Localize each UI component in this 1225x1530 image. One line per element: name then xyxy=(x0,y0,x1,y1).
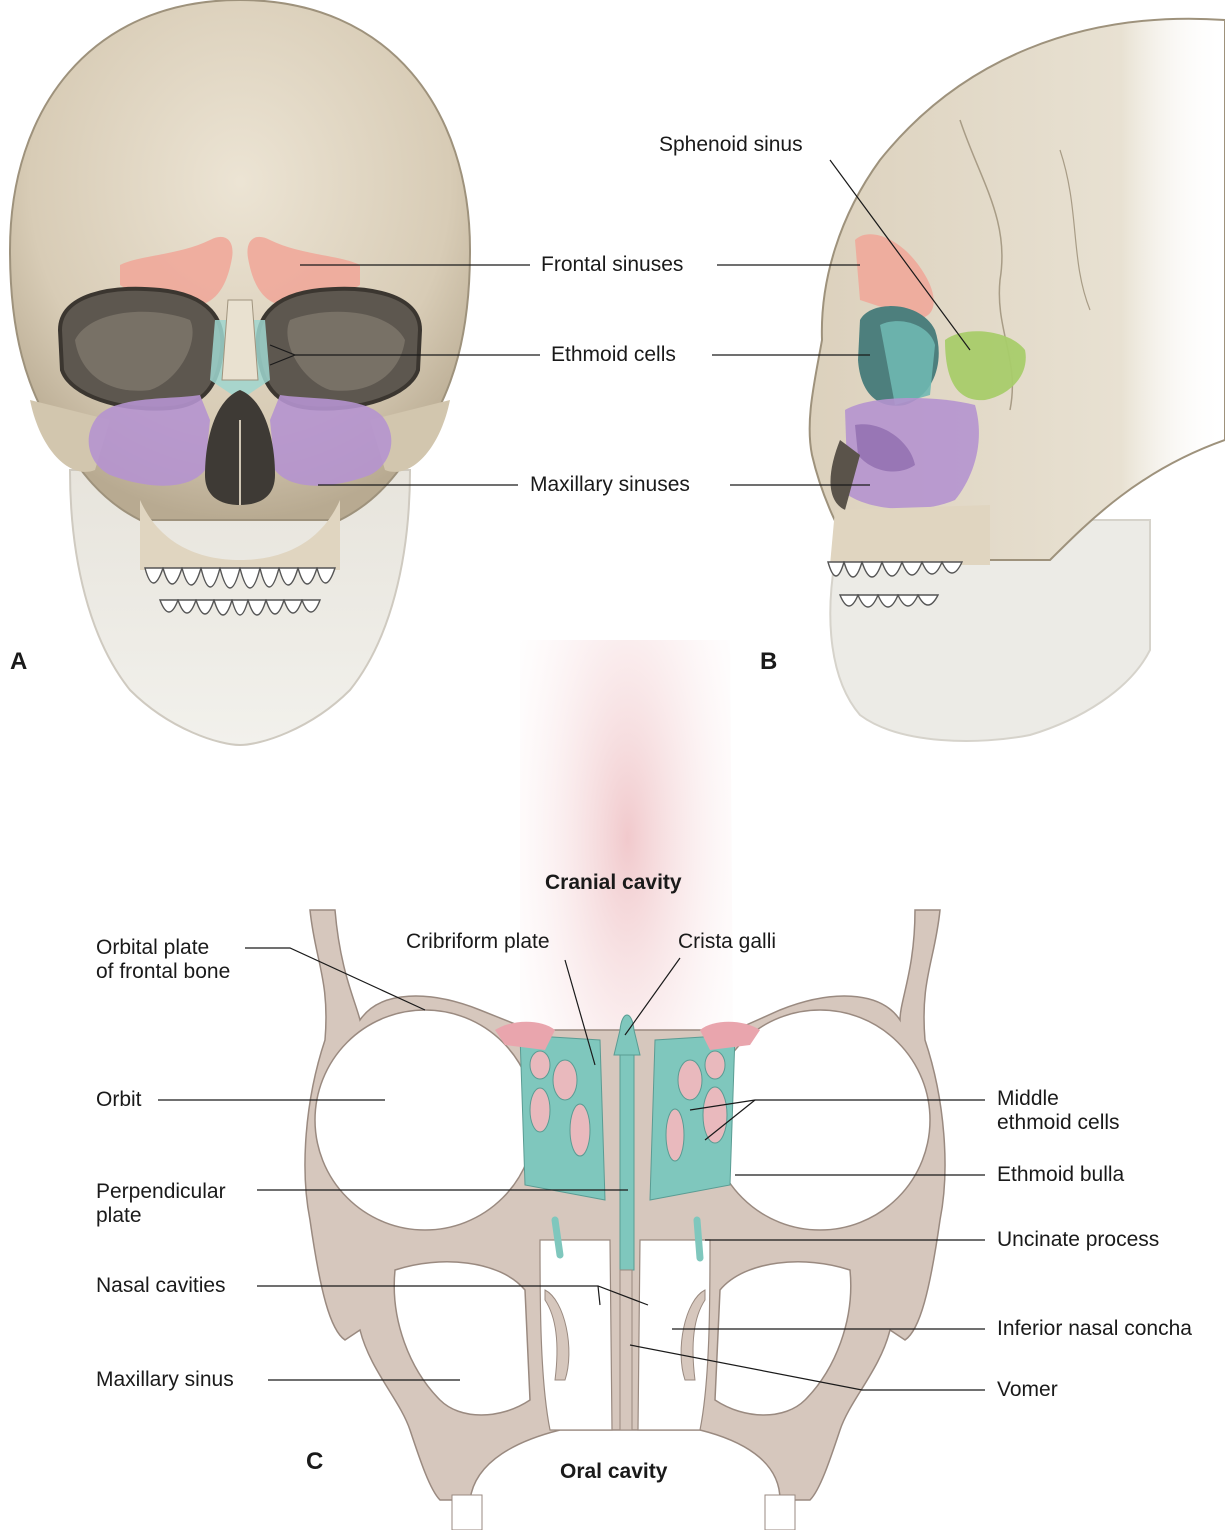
vomer-shape xyxy=(620,1270,632,1430)
label-cranial-cavity: Cranial cavity xyxy=(545,871,682,895)
label-perpendicular-line2: plate xyxy=(96,1204,142,1228)
label-middle-ethmoid-line1: Middle xyxy=(997,1087,1059,1111)
label-vomer: Vomer xyxy=(997,1378,1058,1402)
coronal-section xyxy=(305,640,945,1530)
label-perpendicular-line1: Perpendicular xyxy=(96,1180,226,1204)
nasal-cavity-left xyxy=(540,1240,612,1430)
label-sphenoid-sinus: Sphenoid sinus xyxy=(659,133,803,157)
panel-label-a: A xyxy=(10,648,27,676)
label-orbital-plate-line2: of frontal bone xyxy=(96,960,230,984)
panel-label-c: C xyxy=(306,1448,323,1476)
perpendicular-plate-shape xyxy=(620,1055,634,1270)
label-orbital-plate-line1: Orbital plate xyxy=(96,936,209,960)
label-cribriform-plate: Cribriform plate xyxy=(406,930,550,954)
label-ethmoid-cells: Ethmoid cells xyxy=(551,343,676,367)
skull-frontal-view xyxy=(10,0,470,745)
label-oral-cavity: Oral cavity xyxy=(560,1460,667,1484)
label-inferior-nasal-concha: Inferior nasal concha xyxy=(997,1317,1192,1341)
label-middle-ethmoid-line2: ethmoid cells xyxy=(997,1111,1120,1135)
label-crista-galli: Crista galli xyxy=(678,930,776,954)
label-maxillary-sinuses: Maxillary sinuses xyxy=(530,473,690,497)
label-frontal-sinuses: Frontal sinuses xyxy=(541,253,683,277)
label-maxillary-sinus: Maxillary sinus xyxy=(96,1368,234,1392)
label-nasal-cavities: Nasal cavities xyxy=(96,1274,226,1298)
uncinate-right xyxy=(697,1220,700,1258)
skull-lateral-view xyxy=(810,19,1225,741)
panel-label-b: B xyxy=(760,648,777,676)
orbit-left-section xyxy=(315,1010,535,1230)
label-uncinate-process: Uncinate process xyxy=(997,1228,1159,1252)
nasal-cavity-right xyxy=(638,1240,710,1430)
uncinate-left xyxy=(555,1220,560,1255)
label-orbit: Orbit xyxy=(96,1088,142,1112)
label-ethmoid-bulla: Ethmoid bulla xyxy=(997,1163,1124,1187)
